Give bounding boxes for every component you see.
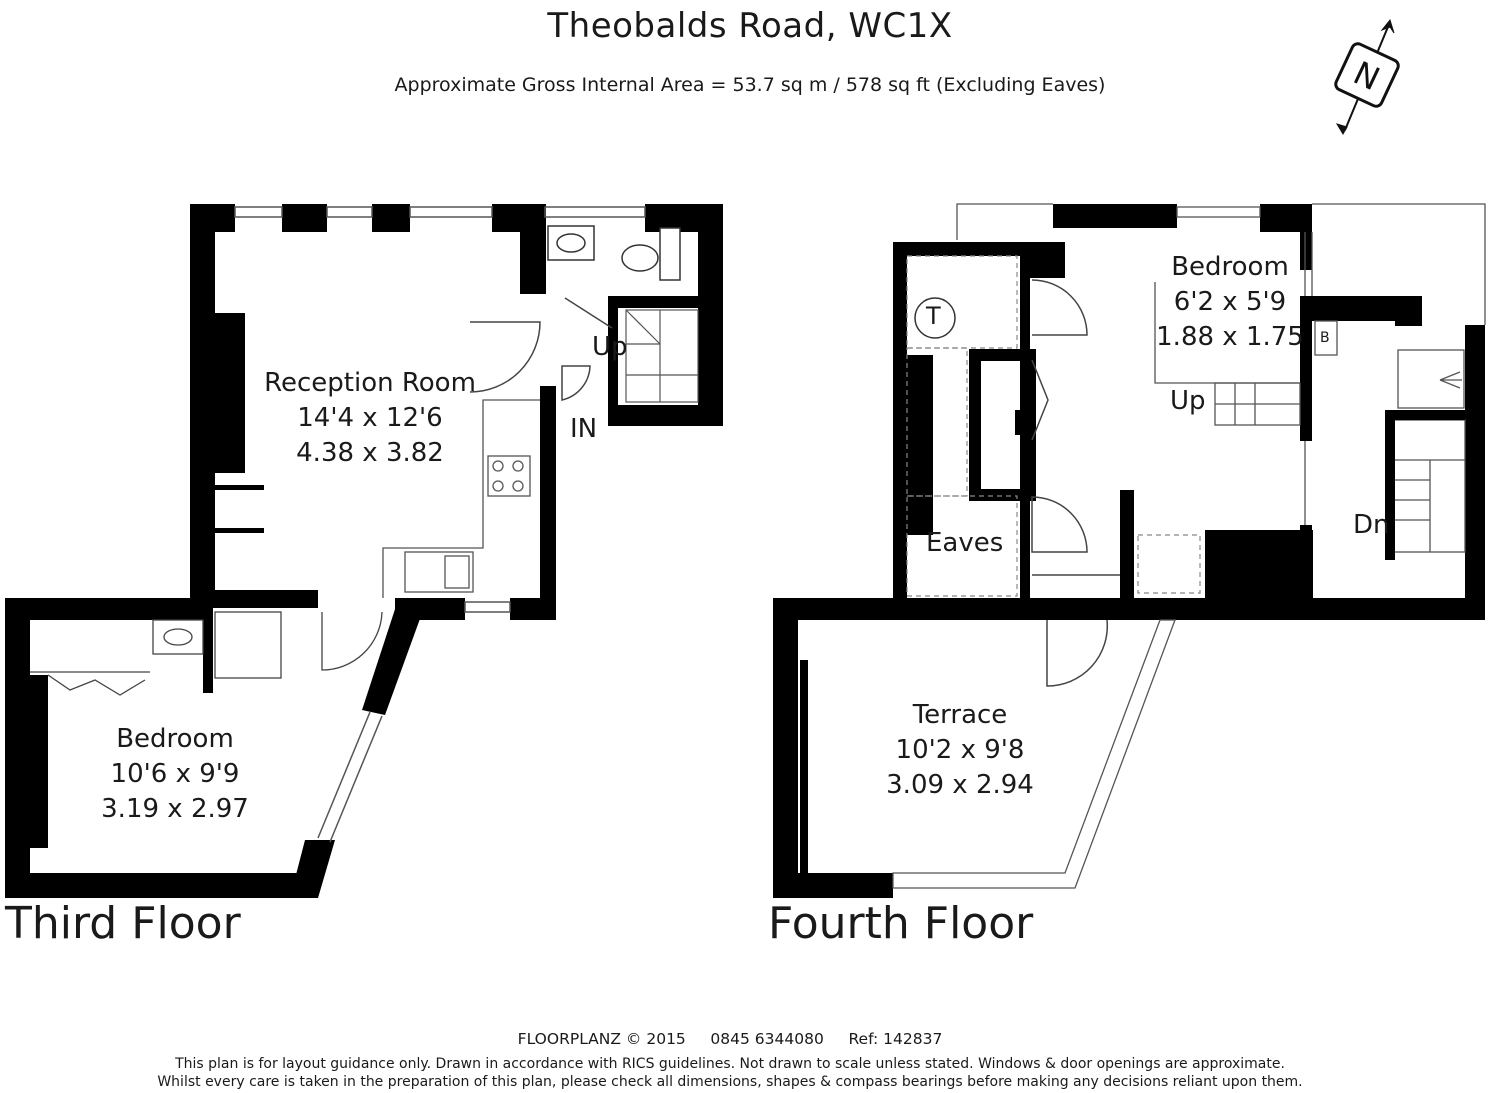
reception-room-metric: 4.38 x 3.82 bbox=[296, 438, 444, 468]
terrace-name: Terrace bbox=[912, 700, 1008, 730]
footer-disclaimer-2: Whilst every care is taken in the prepar… bbox=[157, 1074, 1303, 1090]
terrace-imperial: 10'2 x 9'8 bbox=[895, 735, 1025, 765]
terrace-label: Terrace 10'2 x 9'8 3.09 x 2.94 bbox=[870, 698, 1050, 803]
reception-room-label: Reception Room 14'4 x 12'6 4.38 x 3.82 bbox=[250, 366, 490, 471]
entrance-label: IN bbox=[570, 414, 598, 444]
plan-title: Theobalds Road, WC1X bbox=[547, 6, 953, 46]
fourth-floor-bedroom-name: Bedroom bbox=[1171, 252, 1289, 282]
third-floor-plan bbox=[5, 204, 723, 898]
fourth-floor-bedroom-metric: 1.88 x 1.75 bbox=[1156, 322, 1304, 352]
fourth-floor-bedroom-imperial: 6'2 x 5'9 bbox=[1173, 287, 1287, 317]
gross-area-text: Approximate Gross Internal Area = 53.7 s… bbox=[394, 74, 1106, 96]
footer-disclaimer-1: This plan is for layout guidance only. D… bbox=[175, 1056, 1285, 1072]
tank-label: T bbox=[926, 302, 941, 330]
terrace-metric: 3.09 x 2.94 bbox=[886, 770, 1034, 800]
third-floor-up-label: Up bbox=[592, 332, 628, 362]
third-floor-bedroom-name: Bedroom bbox=[116, 724, 234, 754]
fourth-floor-plan bbox=[773, 203, 1486, 898]
down-label: Dn bbox=[1353, 510, 1390, 540]
fourth-floor-heading: Fourth Floor bbox=[768, 898, 1034, 949]
boiler-label: B bbox=[1320, 330, 1330, 346]
third-floor-bedroom-label: Bedroom 10'6 x 9'9 3.19 x 2.97 bbox=[80, 722, 270, 827]
fourth-floor-up-label: Up bbox=[1170, 386, 1206, 416]
eaves-label: Eaves bbox=[926, 528, 1004, 558]
third-floor-bedroom-metric: 3.19 x 2.97 bbox=[101, 794, 249, 824]
reception-room-imperial: 14'4 x 12'6 bbox=[297, 403, 443, 433]
third-floor-bedroom-imperial: 10'6 x 9'9 bbox=[110, 759, 240, 789]
footer-company: FLOORPLANZ © 2015 0845 6344080 Ref: 1428… bbox=[517, 1030, 943, 1048]
north-compass-icon bbox=[1334, 18, 1400, 135]
fourth-floor-bedroom-label: Bedroom 6'2 x 5'9 1.88 x 1.75 bbox=[1150, 250, 1310, 355]
third-floor-heading: Third Floor bbox=[5, 898, 241, 949]
reception-room-name: Reception Room bbox=[264, 368, 476, 398]
